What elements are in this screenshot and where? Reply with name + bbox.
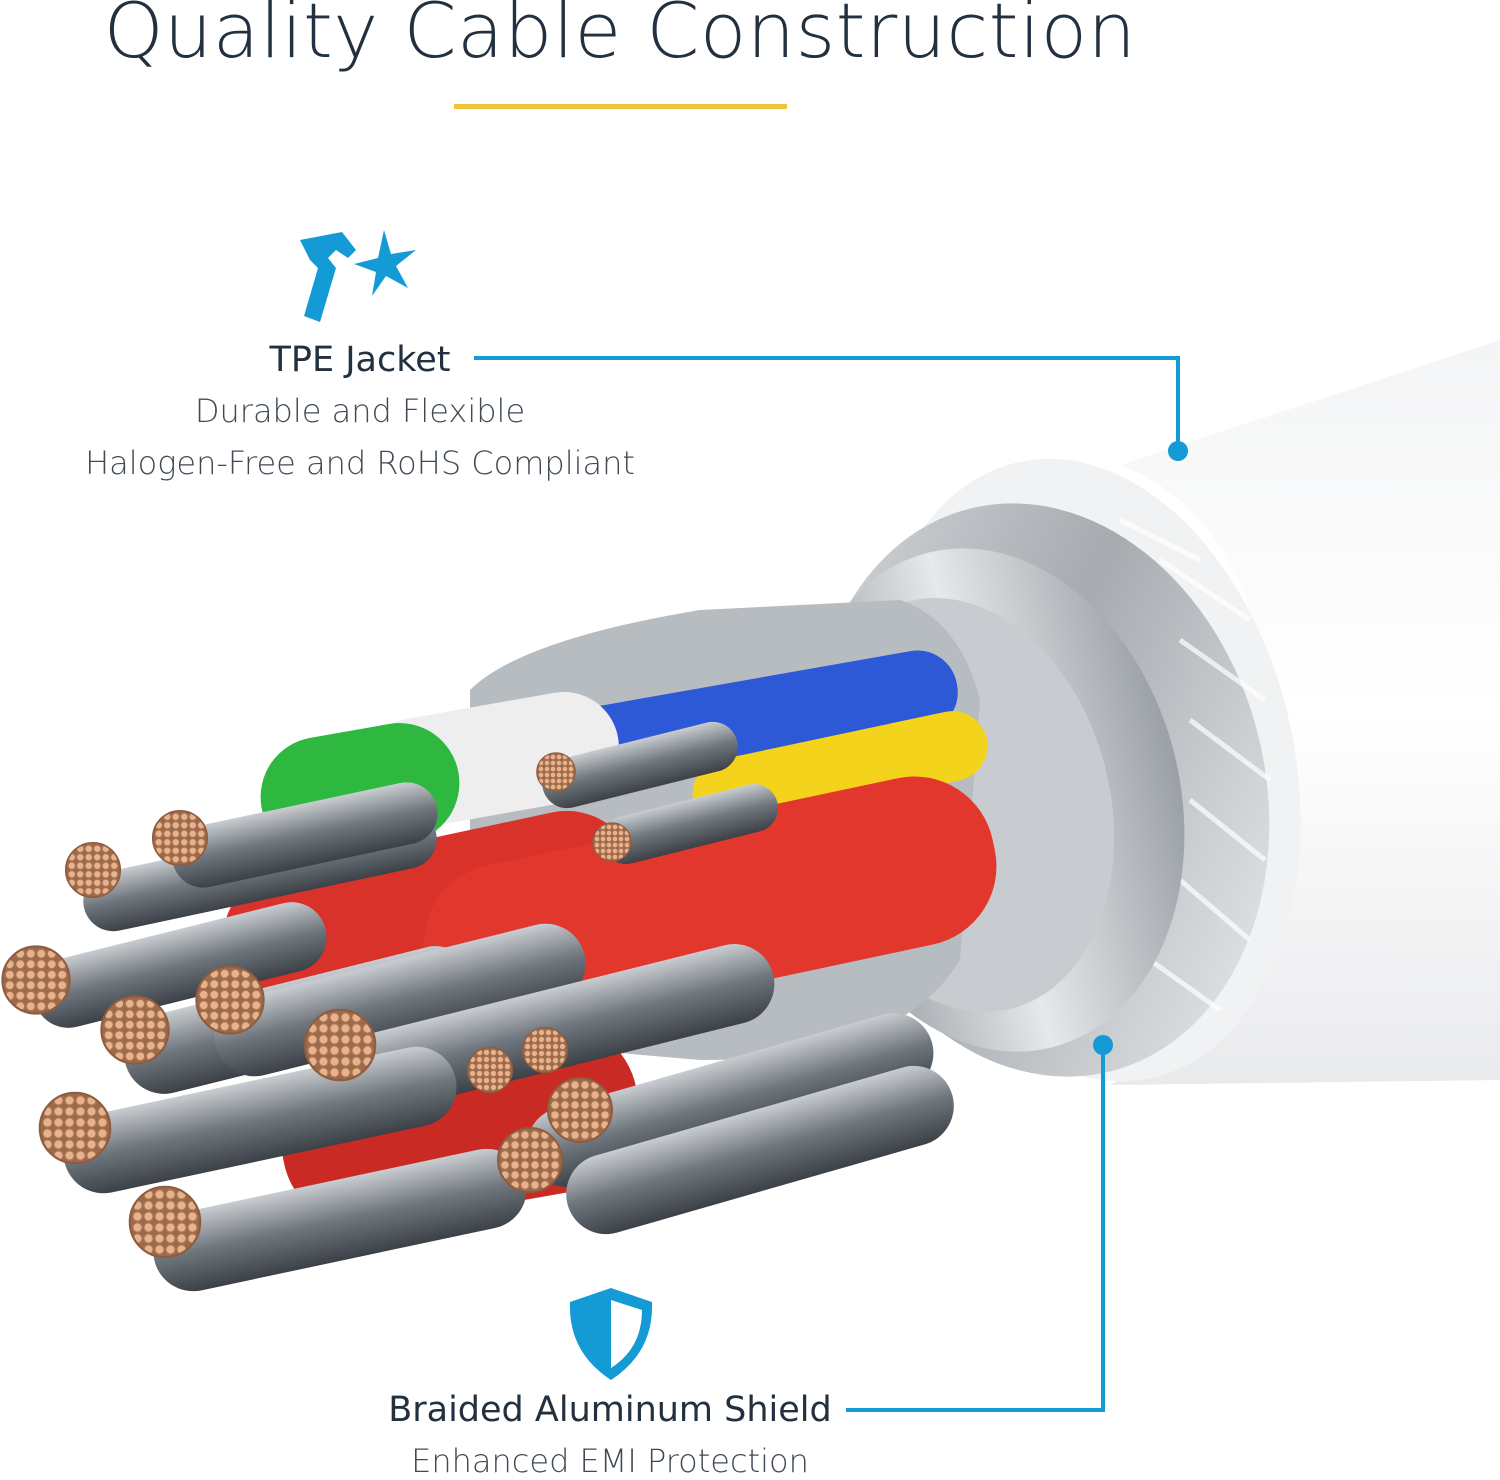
tpe-jacket-line-2: Halogen-Free and RoHS Compliant [85, 444, 635, 482]
tpe-callout-dot [1168, 441, 1188, 461]
tpe-jacket-line-1: Durable and Flexible [194, 392, 526, 430]
shield-callout-line [846, 1045, 1105, 1412]
title-underline [454, 104, 787, 109]
shield-icon [569, 1288, 653, 1380]
tpe-jacket-title: TPE Jacket [269, 340, 451, 380]
page-title: Quality Cable Construction [103, 0, 1137, 75]
braided-shield-title: Braided Aluminum Shield [388, 1390, 832, 1430]
braided-shield-line-1: Enhanced EMI Protection [411, 1442, 809, 1480]
shield-callout-dot [1093, 1035, 1113, 1055]
tpe-callout-line [474, 356, 1180, 450]
hammer-star-icon [300, 230, 416, 322]
